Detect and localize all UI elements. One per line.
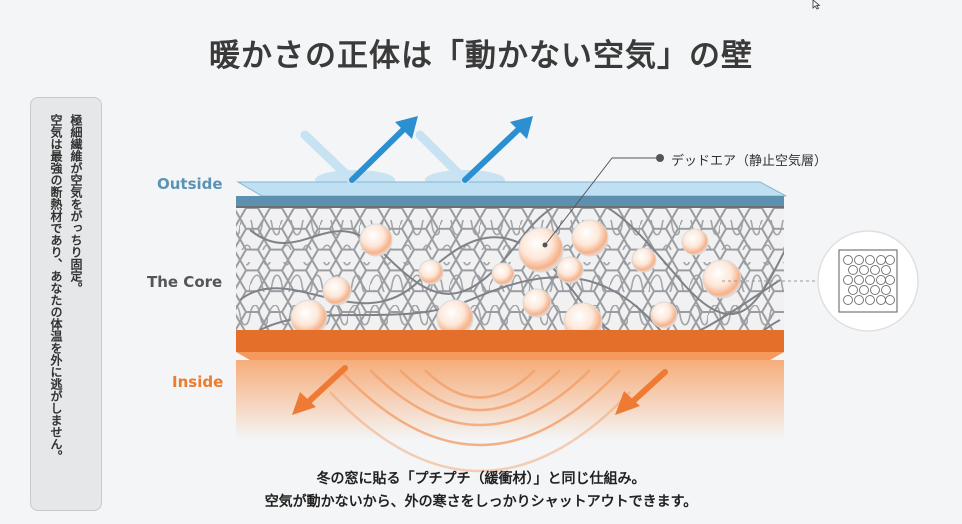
heat-arrow-right xyxy=(615,369,668,415)
inside-layer-top xyxy=(236,330,784,352)
mouse-cursor-icon xyxy=(812,0,821,10)
inside-label: Inside xyxy=(172,373,224,391)
cold-arrow-right xyxy=(415,116,533,185)
side-note-line-2: 空気は最強の断熱材であり、あなたの体温を外に逃がしません。 xyxy=(49,114,63,462)
zoom-circle xyxy=(817,230,919,332)
core-layer xyxy=(236,208,784,348)
outside-label: Outside xyxy=(157,175,223,193)
caption-line-1: 冬の窓に貼る「プチプチ（緩衝材）」と同じ仕組み。 xyxy=(316,471,646,487)
inside-layer-edge xyxy=(236,352,784,360)
page-title: 暖かさの正体は「動かない空気」の壁 xyxy=(209,38,753,74)
core-label: The Core xyxy=(147,273,223,291)
inside-heat-glow xyxy=(236,360,784,440)
heat-ripples xyxy=(329,369,631,473)
outside-layer-top xyxy=(236,181,787,197)
side-note-line-1: 極細繊維が空気をがっちり固定。 xyxy=(69,114,83,294)
callout-pointer xyxy=(542,154,664,248)
side-note-panel: 極細繊維が空気をがっちり固定。 空気は最強の断熱材であり、あなたの体温を外に逃が… xyxy=(30,97,102,511)
caption-line-2: 空気が動かないから、外の寒さをしっかりシャットアウトできます。 xyxy=(264,494,698,510)
outside-layer-edge xyxy=(236,196,784,206)
dead-air-callout: デッドエア（静止空気層） xyxy=(671,154,828,169)
heat-arrow-left xyxy=(292,365,348,415)
cold-arrow-left xyxy=(300,116,418,185)
